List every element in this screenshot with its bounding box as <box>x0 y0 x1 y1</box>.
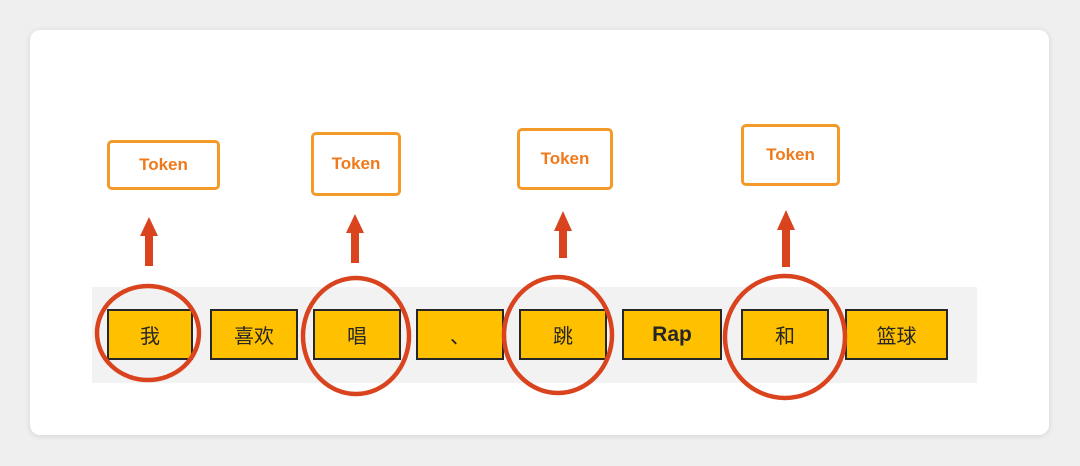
word-box-4: 、 <box>416 309 504 360</box>
highlight-circle-3 <box>501 274 615 396</box>
token-label-4: Token <box>741 124 840 186</box>
up-arrow-2 <box>346 214 364 263</box>
word-box-1: 我 <box>107 309 193 360</box>
highlight-circle-2 <box>300 275 412 397</box>
up-arrow-4 <box>777 210 795 267</box>
highlight-circle-1 <box>94 283 202 383</box>
highlight-circle-4 <box>722 273 848 401</box>
word-box-7: 和 <box>741 309 829 360</box>
token-label-3: Token <box>517 128 613 190</box>
token-label-2: Token <box>311 132 401 196</box>
up-arrow-1 <box>140 217 158 266</box>
word-box-3: 唱 <box>313 309 401 360</box>
word-box-5: 跳 <box>519 309 607 360</box>
word-box-8: 篮球 <box>845 309 948 360</box>
arrow-group <box>140 210 795 267</box>
up-arrow-3 <box>554 211 572 258</box>
token-label-1: Token <box>107 140 220 190</box>
word-box-6: Rap <box>622 309 722 360</box>
word-box-2: 喜欢 <box>210 309 298 360</box>
